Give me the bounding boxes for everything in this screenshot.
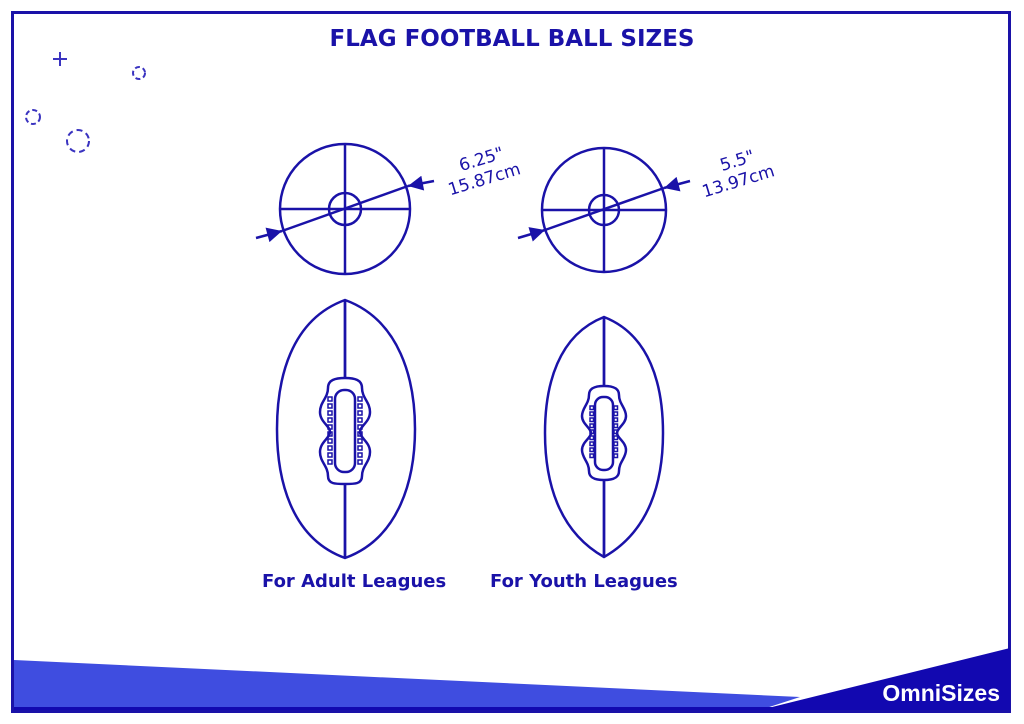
adult-caption: For Adult Leagues: [262, 571, 447, 592]
plus-icon: [53, 52, 67, 66]
page-title: FLAG FOOTBALL BALL SIZES: [329, 26, 695, 52]
adult-ball-end-view: [255, 142, 435, 276]
footer-band-light: [14, 660, 800, 710]
footer-band-dark: [760, 648, 1010, 710]
youth-caption: For Youth Leagues: [490, 571, 678, 592]
dashed-circle-icon: [132, 66, 146, 80]
youth-ball-end-view: [517, 146, 691, 274]
diagram-frame: [11, 11, 1011, 713]
dashed-circle-icon: [66, 129, 90, 153]
footer-bottom-edge: [14, 707, 1010, 710]
adult-ball-laces: [327, 396, 363, 465]
youth-ball-laces: [589, 405, 619, 459]
youth-ball-side-view: [543, 315, 665, 559]
dashed-circle-icon: [25, 109, 41, 125]
adult-ball-side-view: [275, 298, 417, 560]
brand-logo: OmniSizes: [882, 680, 1000, 706]
